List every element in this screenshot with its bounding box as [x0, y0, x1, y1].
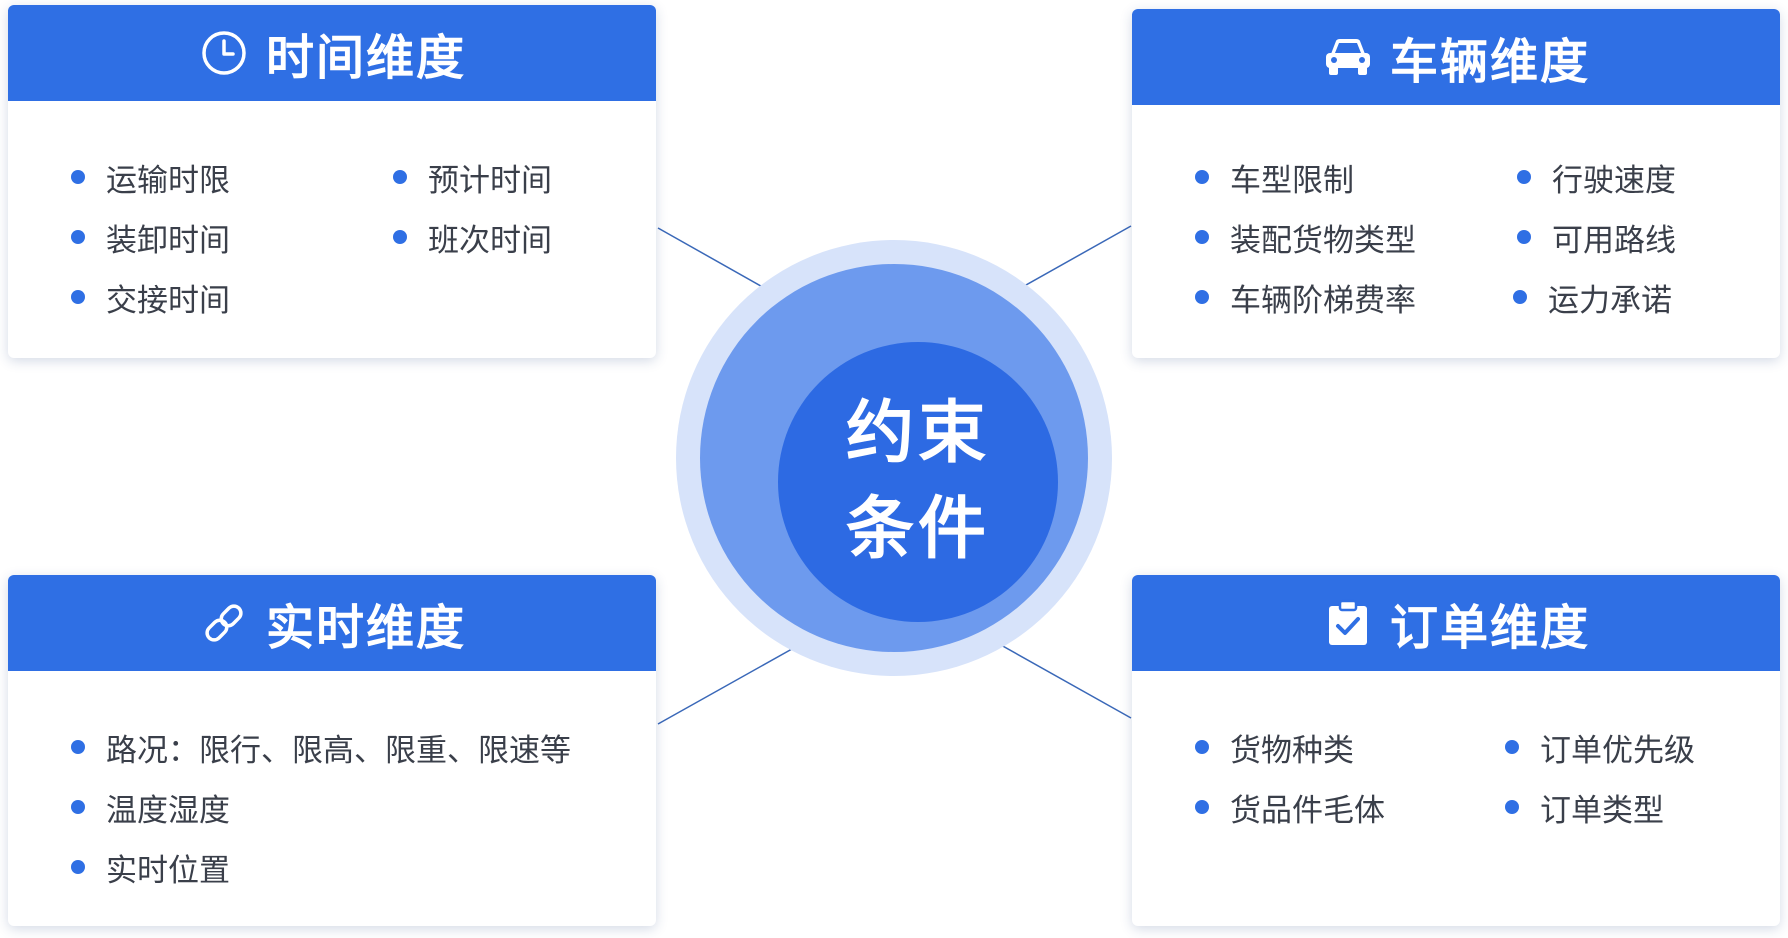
item-label: 货物种类: [1230, 732, 1354, 769]
item-label: 可用路线: [1552, 222, 1676, 259]
bullet-dot: [1505, 800, 1519, 814]
list-item: 装配货物类型: [1195, 217, 1416, 259]
card-vehicle-dimension: 车辆维度 车型限制 行驶速度 装配货物类型 可用路线 车辆阶梯费率 运力承诺: [1132, 9, 1780, 358]
bullet-dot: [1195, 800, 1209, 814]
bullet-dot: [1517, 230, 1531, 244]
card-time-dimension: 时间维度 运输时限 预计时间 装卸时间 班次时间 交接时间: [8, 5, 656, 358]
bullet-dot: [1195, 290, 1209, 304]
list-item: 订单类型: [1505, 787, 1664, 829]
item-label: 车型限制: [1230, 162, 1354, 199]
center-ring-middle: 约束 条件: [700, 264, 1088, 652]
bullet-dot: [393, 230, 407, 244]
item-label: 货品件毛体: [1230, 792, 1385, 829]
list-item: 可用路线: [1517, 217, 1676, 259]
list-item: 车型限制: [1195, 157, 1354, 199]
bullet-dot: [1195, 170, 1209, 184]
bullet-dot: [1195, 230, 1209, 244]
item-label: 装卸时间: [106, 222, 230, 259]
card-title: 时间维度: [265, 30, 466, 86]
card-title: 实时维度: [265, 600, 466, 656]
card-header: 时间维度: [8, 5, 656, 101]
list-item: 温度湿度: [71, 787, 230, 829]
item-label: 装配货物类型: [1230, 222, 1416, 259]
car-icon: [1322, 31, 1374, 83]
item-label: 车辆阶梯费率: [1230, 282, 1416, 319]
list-item: 路况：限行、限高、限重、限速等: [71, 727, 571, 769]
item-label: 预计时间: [428, 162, 552, 199]
list-item: 班次时间: [393, 217, 552, 259]
card-body: 车型限制 行驶速度 装配货物类型 可用路线 车辆阶梯费率 运力承诺: [1132, 105, 1780, 319]
bullet-dot: [71, 290, 85, 304]
item-label: 班次时间: [428, 222, 552, 259]
connector-time: [657, 227, 776, 295]
bullet-dot: [1517, 170, 1531, 184]
item-label: 订单类型: [1540, 792, 1664, 829]
bullet-dot: [71, 800, 85, 814]
connector-order: [991, 639, 1132, 719]
card-header: 车辆维度: [1132, 9, 1780, 105]
list-item: 运输时限: [71, 157, 230, 199]
list-item: 装卸时间: [71, 217, 230, 259]
bullet-dot: [1505, 740, 1519, 754]
card-body: 运输时限 预计时间 装卸时间 班次时间 交接时间: [8, 101, 656, 319]
bullet-dot: [393, 170, 407, 184]
item-label: 运输时限: [106, 162, 230, 199]
card-header: 实时维度: [8, 575, 656, 671]
center-label-line1: 约束: [845, 394, 990, 473]
link-icon: [198, 597, 250, 649]
bullet-dot: [71, 170, 85, 184]
card-order-dimension: 订单维度 货物种类 订单优先级 货品件毛体 订单类型: [1132, 575, 1780, 926]
bullet-dot: [1195, 740, 1209, 754]
list-item: 行驶速度: [1517, 157, 1676, 199]
list-item: 实时位置: [71, 847, 230, 889]
item-label: 行驶速度: [1552, 162, 1676, 199]
connector-realtime: [657, 639, 809, 725]
list-item: 运力承诺: [1513, 277, 1672, 319]
connector-vehicle: [1009, 225, 1132, 295]
item-label: 交接时间: [106, 282, 230, 319]
clipboard-check-icon: [1322, 597, 1374, 649]
bullet-dot: [1513, 290, 1527, 304]
item-label: 运力承诺: [1548, 282, 1672, 319]
list-item: 货品件毛体: [1195, 787, 1385, 829]
clock-icon: [198, 27, 250, 79]
item-label: 温度湿度: [106, 792, 230, 829]
card-body: 货物种类 订单优先级 货品件毛体 订单类型: [1132, 671, 1780, 829]
card-body: 路况：限行、限高、限重、限速等 温度湿度 实时位置: [8, 671, 656, 889]
bullet-dot: [71, 740, 85, 754]
bullet-dot: [71, 230, 85, 244]
center-label-line2: 条件: [845, 490, 990, 569]
card-title: 订单维度: [1389, 600, 1590, 656]
item-label: 路况：限行、限高、限重、限速等: [106, 732, 571, 769]
list-item: 货物种类: [1195, 727, 1354, 769]
item-label: 实时位置: [106, 852, 230, 889]
list-item: 车辆阶梯费率: [1195, 277, 1416, 319]
center-ring-inner: 约束 条件: [778, 342, 1058, 622]
card-title: 车辆维度: [1389, 34, 1590, 90]
item-label: 订单优先级: [1540, 732, 1695, 769]
list-item: 交接时间: [71, 277, 230, 319]
bullet-dot: [71, 860, 85, 874]
center-circle: 约束 条件: [676, 240, 1112, 676]
card-realtime-dimension: 实时维度 路况：限行、限高、限重、限速等 温度湿度 实时位置: [8, 575, 656, 926]
card-header: 订单维度: [1132, 575, 1780, 671]
list-item: 预计时间: [393, 157, 552, 199]
list-item: 订单优先级: [1505, 727, 1695, 769]
